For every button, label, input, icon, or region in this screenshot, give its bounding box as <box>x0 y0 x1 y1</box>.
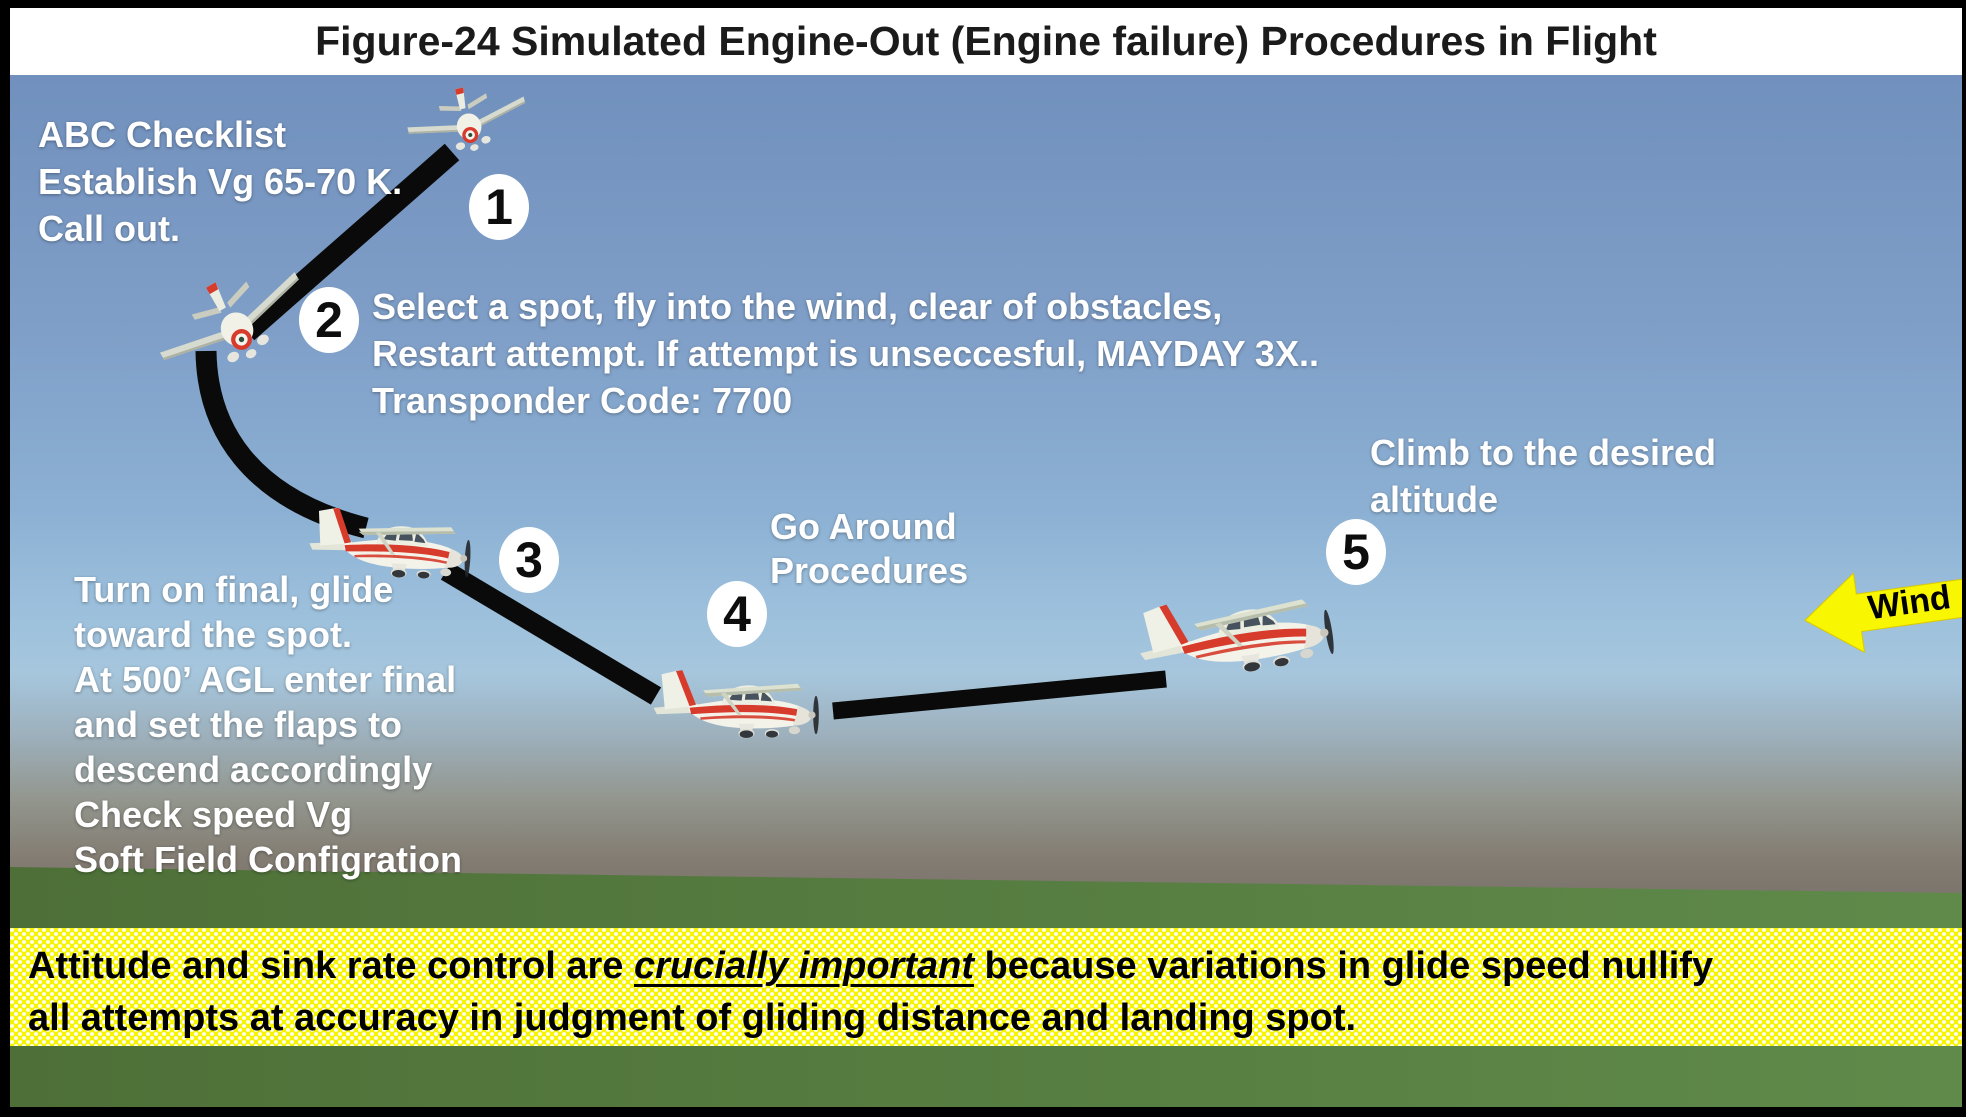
caution-banner: Attitude and sink rate control are cruci… <box>10 928 1962 1046</box>
step-marker-5: 5 <box>1326 519 1386 585</box>
airplane-4 <box>653 670 819 739</box>
banner-line-1: Attitude and sink rate control are cruci… <box>28 940 1962 992</box>
step-number: 3 <box>515 532 543 588</box>
banner-line-2: all attempts at accuracy in judgment of … <box>28 997 1357 1039</box>
step-marker-3: 3 <box>499 527 559 593</box>
banner-text-post: because variations in glide speed nullif… <box>973 945 1714 987</box>
step-number: 4 <box>723 586 751 642</box>
step-number: 2 <box>315 292 343 348</box>
wind-arrow: Wind <box>1796 550 1962 668</box>
banner-text-emphasis: crucially important <box>634 945 974 987</box>
step-note-5: Climb to the desired altitude <box>1370 432 1717 520</box>
step-marker-4: 4 <box>707 581 767 647</box>
step-marker-1: 1 <box>469 174 529 240</box>
flight-path-segment-1-2 <box>239 143 460 341</box>
flight-path <box>195 143 1167 720</box>
flight-path-segment-3-4 <box>440 562 662 705</box>
scene: 1 2 3 4 5 ABC Checklist Establish Vg 65-… <box>10 75 1962 1107</box>
step-note-1: ABC Checklist Establish Vg 65-70 K. Call… <box>38 114 403 249</box>
step-note-4: Go Around Procedures <box>770 506 969 591</box>
figure-title: Figure-24 Simulated Engine-Out (Engine f… <box>315 18 1657 64</box>
step-number: 1 <box>485 179 513 235</box>
figure-title-bar: Figure-24 Simulated Engine-Out (Engine f… <box>10 8 1962 75</box>
step-note-2: Select a spot, fly into the wind, clear … <box>372 286 1319 421</box>
step-note-3: Turn on final, glide toward the spot. At… <box>74 569 462 880</box>
flight-path-segment-4-5 <box>832 670 1167 720</box>
step-marker-2: 2 <box>299 287 359 353</box>
step-number: 5 <box>1342 524 1370 580</box>
wind-arrow-icon <box>1804 572 1962 654</box>
banner-text-pre: Attitude and sink rate control are <box>28 945 634 987</box>
